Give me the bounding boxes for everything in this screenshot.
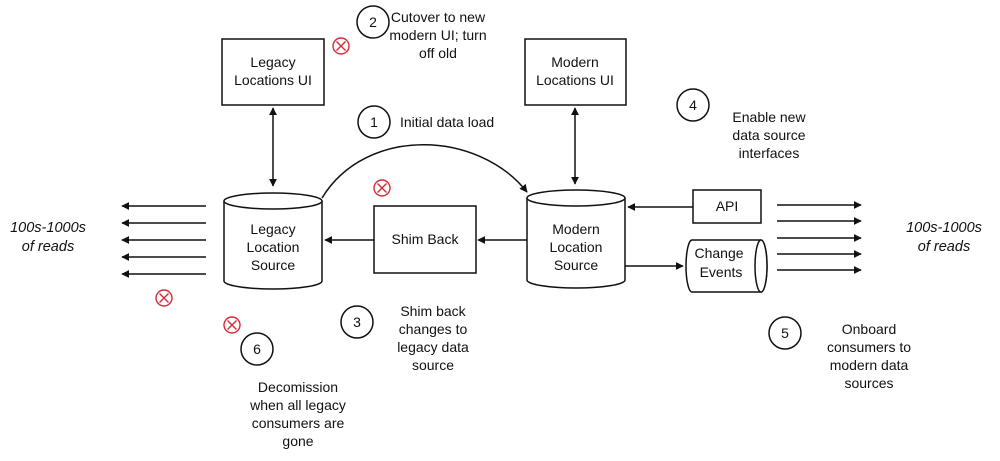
step-4-note-line-3: interfaces: [739, 145, 800, 161]
step-1-note: Initial data load: [400, 114, 494, 130]
legacy-source-label-line-3: Source: [251, 257, 296, 273]
shim-back-box: Shim Back: [373, 205, 477, 274]
api-label: API: [716, 198, 739, 214]
change-events-queue: Change Events: [685, 239, 768, 293]
step-5-note-line-3: modern data: [830, 357, 909, 373]
step-6-note-line-3: consumers are: [252, 415, 345, 431]
step-number: 1: [370, 114, 378, 130]
step-3-note-line-3: legacy data: [397, 339, 469, 355]
step-2-note-line-1: Cutover to new: [391, 9, 486, 25]
modern-ui-label-line-2: Locations UI: [536, 72, 614, 88]
step-3: 3 Shim back changes to legacy data sourc…: [340, 303, 469, 373]
modern-source-label-line-2: Location: [550, 239, 603, 255]
legacy-ui-label-line-1: Legacy: [250, 54, 295, 70]
step-number-circle: [768, 316, 802, 350]
left-reads-line-1: 100s-1000s: [10, 220, 86, 236]
left-reads-line-2: of reads: [22, 239, 74, 255]
step-6-note-line-2: when all legacy: [249, 397, 346, 413]
left-reads-arrows: [121, 202, 206, 278]
step-3-note-line-4: source: [412, 357, 454, 373]
step-number-circle: [356, 5, 390, 39]
step-number-circle: [240, 332, 274, 366]
step-5-note-line-1: Onboard: [842, 321, 896, 337]
step-6: 6 Decomission when all legacy consumers …: [240, 332, 346, 449]
step-number-circle: [340, 305, 374, 339]
right-reads-line-2: of reads: [918, 239, 970, 255]
step-number: 6: [253, 341, 261, 357]
change-events-label-line-2: Events: [700, 264, 743, 280]
step-2: 2 Cutover to new modern UI; turn off old: [356, 5, 487, 61]
left-reads-label: 100s-1000s of reads: [10, 220, 86, 255]
modern-source-label-line-3: Source: [554, 257, 599, 273]
modern-location-source-db: Modern Location Source: [526, 189, 626, 289]
modern-locations-ui-box: Modern Locations UI: [524, 38, 627, 106]
step-1: 1 Initial data load: [357, 105, 494, 139]
step-4: 4 Enable new data source interfaces: [676, 88, 806, 161]
step-number: 2: [369, 14, 377, 30]
step-3-note-line-1: Shim back: [400, 303, 466, 319]
modern-ui-label-line-1: Modern: [551, 54, 598, 70]
step-4-note-line-1: Enable new: [732, 109, 806, 125]
legacy-locations-ui-box: Legacy Locations UI: [221, 38, 325, 106]
change-events-label-line-1: Change: [694, 245, 743, 261]
step-2-note-line-3: off old: [419, 45, 457, 61]
initial-data-load-arrow: [321, 144, 528, 199]
circle-x-icon: [223, 316, 241, 334]
step-4-note-line-2: data source: [732, 127, 805, 143]
step-number-circle: [676, 88, 710, 122]
step-5-note-line-2: consumers to: [827, 339, 911, 355]
legacy-source-label-line-1: Legacy: [250, 221, 295, 237]
step-5: 5 Onboard consumers to modern data sourc…: [768, 316, 911, 391]
step-6-note-line-1: Decomission: [258, 379, 338, 395]
connectors: [269, 107, 693, 270]
shim-back-label: Shim Back: [392, 231, 460, 247]
circle-x-icon: [155, 289, 173, 307]
step-6-note-line-4: gone: [282, 433, 313, 449]
step-5-note-line-4: sources: [844, 375, 893, 391]
right-reads-arrows: [777, 201, 862, 274]
legacy-location-source-db: Legacy Location Source: [223, 192, 323, 290]
step-2-note-line-2: modern UI; turn: [389, 27, 486, 43]
step-number: 5: [781, 325, 789, 341]
step-3-note-line-2: changes to: [399, 321, 468, 337]
api-box: API: [692, 189, 762, 224]
circle-x-icon: [373, 179, 391, 197]
right-reads-label: 100s-1000s of reads: [906, 220, 982, 255]
legacy-ui-label-line-2: Locations UI: [234, 72, 312, 88]
step-number: 4: [689, 97, 697, 113]
step-number-circle: [357, 105, 391, 139]
circle-x-icon: [332, 37, 350, 55]
legacy-source-label-line-2: Location: [247, 239, 300, 255]
modern-source-label-line-1: Modern: [552, 221, 599, 237]
step-number: 3: [353, 314, 361, 330]
right-reads-line-1: 100s-1000s: [906, 220, 982, 236]
